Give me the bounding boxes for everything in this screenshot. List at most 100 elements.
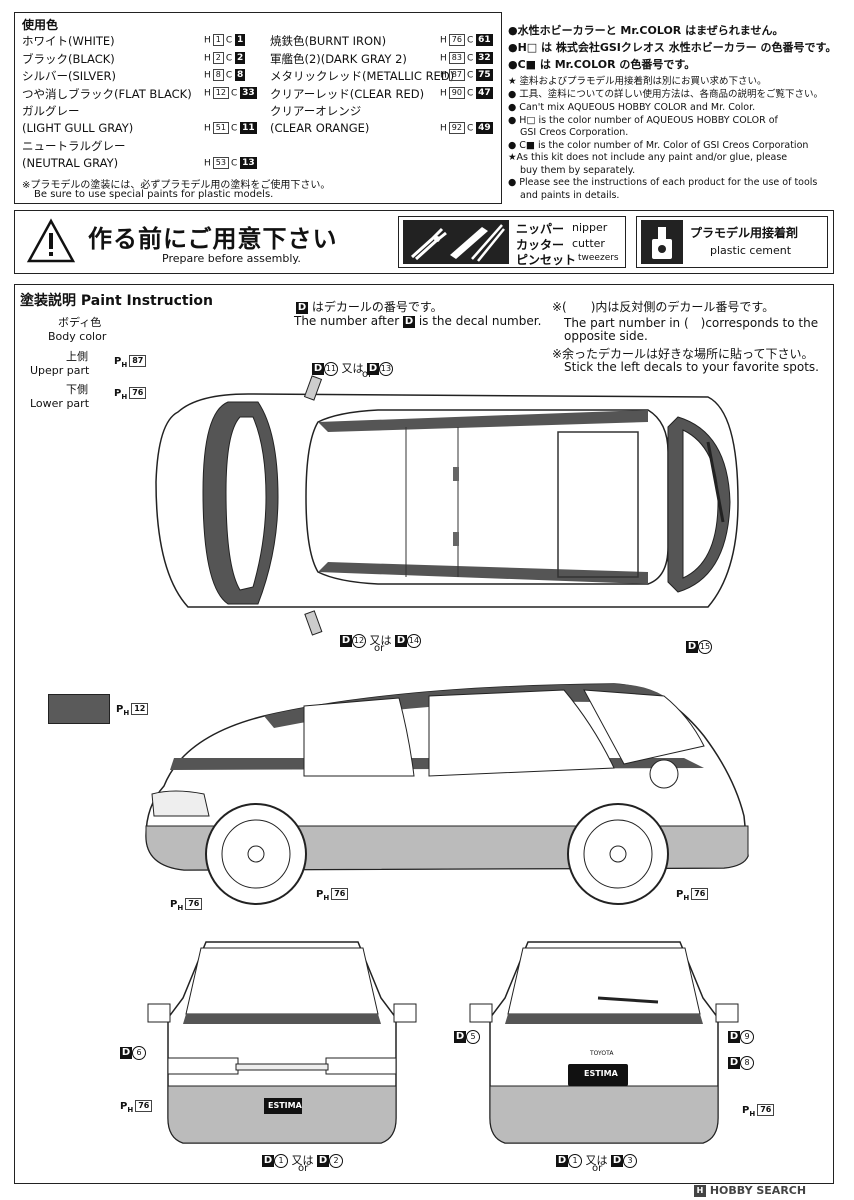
c-code: 47	[476, 86, 493, 99]
h-code: 90	[448, 86, 465, 99]
color-label: ガルグレー	[22, 104, 80, 118]
rear-plate: ESTIMA	[584, 1069, 618, 1078]
color-label: (CLEAR ORANGE)	[270, 120, 370, 135]
h-code: 53	[212, 156, 229, 169]
tool-nipper-en: nipper	[572, 221, 608, 234]
note-line: ● 工具、塗料についての詳しい使用方法は、各商品の説明をご覧下さい。	[508, 88, 824, 100]
or-label-rear: or	[592, 1163, 603, 1174]
paint-instruction-title: 塗装説明 Paint Instruction	[20, 293, 213, 309]
c-code: 11	[240, 121, 257, 134]
tool-cutter-jp: カッター	[516, 238, 565, 252]
tool-nipper-jp: ニッパー	[516, 222, 565, 236]
prepare-box	[14, 210, 834, 274]
note-line: GSI Creos Corporation.	[520, 127, 629, 138]
or-label-top1: or	[362, 369, 373, 380]
prepare-title: 作る前にご用意下さい	[88, 225, 338, 253]
color-row: ガルグレー	[22, 103, 80, 119]
prepare-subtitle: Prepare before assembly.	[162, 252, 301, 265]
c-code: 1	[235, 34, 246, 46]
rear-brand: TOYOTA	[590, 1050, 614, 1057]
nipper-cutter-tweezers-icon	[403, 220, 509, 264]
lower-part-jp: 下側	[66, 383, 88, 396]
note-line: and paints in details.	[520, 189, 620, 201]
note-line: ● C■ is the color number of Mr. Color of…	[508, 139, 809, 151]
c-code: 33	[240, 86, 257, 99]
h-code: 92	[448, 121, 465, 134]
front-plate: ESTIMA	[268, 1101, 302, 1110]
color-row: (LIGHT GULL GRAY)	[22, 121, 133, 135]
color-row: ニュートラルグレー	[22, 138, 126, 154]
note-line: ● Please see the instructions of each pr…	[508, 177, 818, 188]
color-row: ブラック(BLACK)	[22, 51, 115, 67]
color-row: (CLEAR ORANGE)	[270, 121, 369, 135]
cement-jp: プラモデル用接着剤	[690, 226, 799, 240]
decal-note-2: The number after D is the decal number.	[294, 314, 542, 328]
color-row: クリアーレッド(CLEAR RED)	[270, 86, 424, 102]
tools-box	[398, 216, 626, 268]
tool-tweezers-en: tweezers	[578, 253, 619, 263]
note-line: ●C■ は Mr.COLOR の色番号です。	[508, 58, 696, 71]
or-label-front: or	[298, 1163, 309, 1174]
car-rear-view	[469, 941, 739, 1144]
c-code: 61	[476, 34, 493, 46]
decal-note-r1: ※( )内は反対側のデカール番号です。	[552, 300, 775, 314]
color-label: ブラック(BLACK)	[22, 51, 115, 66]
color-label: ホワイト(WHITE)	[22, 34, 115, 48]
color-label: 軍艦色(2)(DARK GRAY 2)	[270, 51, 407, 66]
color-swatch	[48, 694, 110, 724]
car-top-view	[155, 375, 739, 636]
note-line: ●水性ホビーカラーと Mr.COLOR はまぜられません。	[508, 24, 784, 37]
decal-note-r5: Stick the left decals to your favorite s…	[564, 360, 819, 374]
color-row: 軍艦色(2)(DARK GRAY 2)	[270, 51, 407, 67]
colors-title: 使用色	[22, 18, 59, 32]
decal-note-1: D はデカールの番号です。	[296, 300, 443, 314]
decal-note-r4: ※余ったデカールは好きな場所に貼って下さい。	[552, 347, 814, 361]
h-code: 76	[448, 34, 465, 46]
h-code: 87	[448, 69, 465, 81]
c-code: 8	[235, 69, 246, 81]
color-label: つや消しブラック(FLAT BLACK)	[22, 86, 192, 101]
decal-note-r2: The part number in ( )corresponds to the	[564, 316, 819, 330]
h-code: 12	[212, 86, 229, 99]
note-line: ● H□ is the color number of AQUEOUS HOBB…	[508, 114, 778, 126]
color-label: メタリックレッド(METALLIC RED)	[270, 69, 455, 83]
decal-note-r3: opposite side.	[564, 329, 648, 343]
h-code: 2	[212, 51, 224, 64]
color-label: (NEUTRAL GRAY)	[22, 155, 119, 170]
car-front-view	[147, 941, 417, 1144]
color-label: ニュートラルグレー	[22, 139, 126, 153]
cement-box	[636, 216, 828, 268]
note-line: ★As this kit does not include any paint …	[508, 152, 788, 163]
body-color-jp: ボディ色	[58, 316, 102, 329]
c-code: 75	[476, 69, 493, 81]
tool-cutter-en: cutter	[572, 237, 605, 250]
note-line: buy them by separately.	[520, 164, 636, 176]
upper-part-en: Upepr part	[30, 364, 90, 377]
h-code: 51	[212, 121, 229, 134]
color-label: シルバー(SILVER)	[22, 69, 116, 83]
color-row: メタリックレッド(METALLIC RED)	[270, 68, 454, 84]
note-line: ● Can't mix AQUEOUS HOBBY COLOR and Mr. …	[508, 102, 756, 113]
